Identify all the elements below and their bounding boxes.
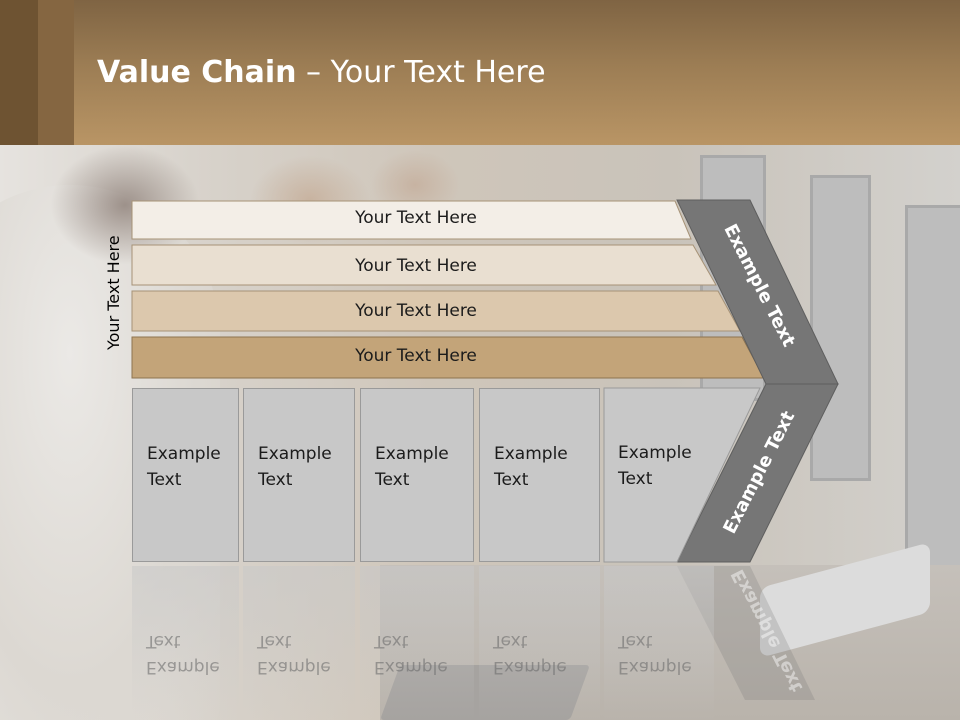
chevron-bottom-shape: [676, 383, 839, 563]
bar-label: Your Text Here: [355, 256, 477, 276]
bar-label: Your Text Here: [355, 301, 477, 321]
bar-label: Your Text Here: [355, 346, 477, 366]
header-accent-strip: [0, 0, 38, 145]
column-last-shape: [603, 387, 761, 563]
bar-label: Your Text Here: [355, 208, 477, 228]
title-bold: Value Chain: [97, 55, 297, 90]
photo-monitor: [810, 175, 871, 481]
slide-title: Value Chain – Your Text Here: [97, 55, 546, 90]
header-accent-strip: [38, 0, 74, 145]
bar-shape: [131, 244, 717, 286]
header-band: Value Chain – Your Text Here: [0, 0, 960, 145]
title-rest: – Your Text Here: [296, 55, 546, 90]
bar-shape: [131, 200, 692, 240]
